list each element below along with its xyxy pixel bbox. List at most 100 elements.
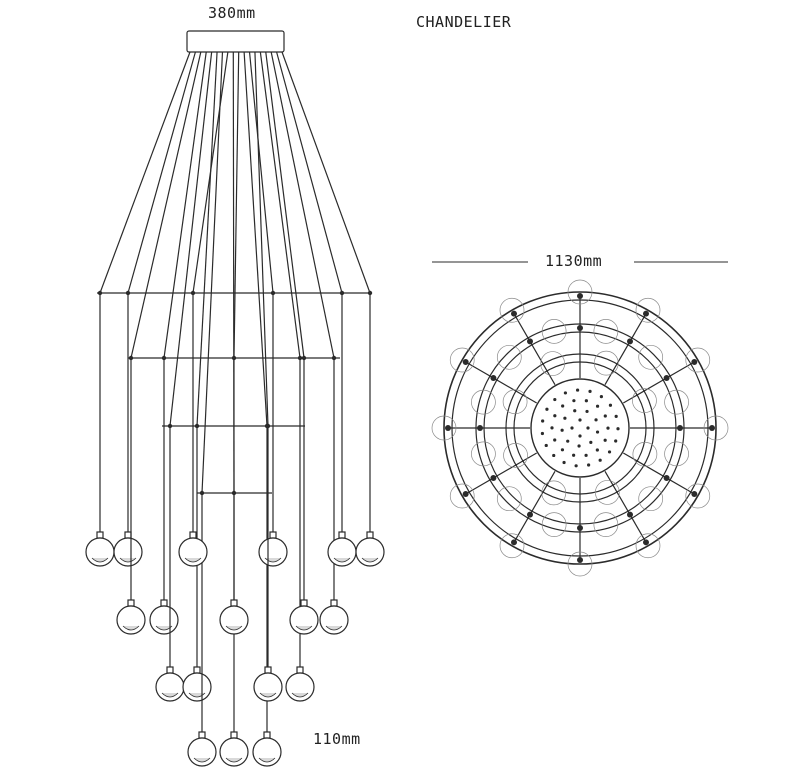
spoke-mid-node — [490, 375, 497, 381]
plan-globe — [593, 350, 619, 376]
outer-ring — [443, 291, 717, 565]
cable-point — [545, 407, 549, 411]
socket — [338, 531, 346, 539]
plan-globe — [593, 319, 619, 344]
canopy-plate — [530, 378, 630, 478]
suspension-cable — [163, 51, 207, 359]
spoke-end-node — [511, 310, 517, 317]
cable-point — [577, 444, 581, 448]
plan-globe — [541, 512, 567, 537]
cable-point — [553, 397, 557, 402]
globe-bulb-shade — [119, 557, 137, 563]
globe-bulb-shade — [155, 625, 173, 631]
spoke-end-node — [577, 293, 583, 299]
suspension-cable — [201, 51, 224, 494]
plan-globe — [541, 480, 567, 506]
plan-globe — [638, 486, 664, 512]
socket — [124, 531, 132, 539]
spoke-end-node — [577, 557, 583, 563]
plan-globe — [496, 486, 522, 512]
cable-point — [562, 460, 566, 465]
spoke-end-node — [445, 425, 451, 431]
globe-bulb-shade — [325, 625, 343, 631]
plan-globe — [540, 351, 565, 376]
cable-point — [573, 409, 577, 413]
plan-globe — [635, 297, 661, 323]
socket — [189, 531, 197, 539]
spoke-end-node — [643, 310, 649, 317]
suspension-cable — [270, 51, 335, 359]
globe-bulb-shade — [91, 557, 109, 563]
plan-spoke — [623, 361, 695, 404]
cable-point — [570, 426, 574, 430]
socket — [96, 531, 104, 539]
plan-globe — [449, 483, 475, 509]
plan-spoke — [513, 471, 556, 543]
socket — [166, 666, 174, 674]
suspension-cable — [192, 51, 229, 294]
product-title: CHANDELIER — [416, 13, 512, 31]
plan-globe — [503, 443, 528, 468]
cable-point — [603, 438, 607, 442]
socket — [198, 731, 206, 739]
socket — [230, 599, 238, 607]
globe-bulb-shade — [333, 557, 351, 563]
plan-globe — [593, 512, 619, 537]
spoke-end-node — [462, 359, 469, 365]
cable-point — [544, 443, 548, 448]
socket — [160, 599, 168, 607]
spoke-end-node — [643, 539, 649, 546]
cable-point — [560, 448, 565, 452]
spoke-end-node — [691, 491, 698, 497]
plan-globe — [632, 388, 657, 413]
globe-bulb-shade — [188, 692, 206, 698]
plan-globe — [635, 533, 661, 559]
socket — [330, 599, 338, 607]
plan-globe — [703, 415, 729, 441]
spoke-mid-node — [527, 511, 533, 518]
spoke-mid-node — [527, 338, 533, 345]
suspension-cable — [248, 51, 274, 294]
spoke-mid-node — [677, 425, 683, 431]
cable-point — [575, 388, 580, 392]
cable-point — [603, 414, 607, 418]
cable-point — [599, 394, 603, 399]
cable-point — [578, 418, 582, 422]
plan-spoke — [623, 452, 695, 495]
globe-bulb-shade — [361, 557, 379, 563]
suspension-cable — [243, 51, 268, 427]
cable-point — [616, 427, 620, 431]
spoke-end-node — [691, 359, 698, 365]
plan-spoke — [465, 452, 537, 495]
cable-point — [586, 426, 590, 430]
plan-globe — [502, 389, 528, 415]
plan-globe — [471, 389, 496, 415]
cable-point — [563, 391, 568, 395]
pendant-drops — [85, 293, 385, 767]
cable-point — [552, 453, 556, 458]
canopy-cable-points — [540, 388, 620, 468]
side-elevation — [85, 30, 385, 767]
diameter-label: 1130mm — [545, 252, 603, 270]
plan-globe — [471, 441, 496, 467]
spoke-end-node — [511, 539, 517, 546]
socket — [366, 531, 374, 539]
suspension-cables — [97, 51, 373, 496]
suspension-cable — [254, 51, 269, 427]
cable-point — [541, 419, 545, 423]
socket — [230, 731, 238, 739]
plan-spoke — [513, 313, 556, 385]
cable-point — [540, 431, 545, 436]
cable-point — [574, 464, 578, 468]
spoke-mid-node — [663, 475, 670, 481]
plan-globe — [595, 480, 620, 505]
suspension-cable — [130, 51, 202, 359]
spoke-mid-node — [577, 525, 583, 531]
plan-spokes — [445, 293, 715, 563]
cable-point — [585, 409, 589, 414]
globe-bulb-shade — [258, 757, 276, 763]
spoke-mid-node — [627, 511, 633, 518]
plan-globe — [664, 389, 689, 415]
plan-globe — [685, 483, 711, 509]
suspension-cable — [196, 51, 218, 427]
